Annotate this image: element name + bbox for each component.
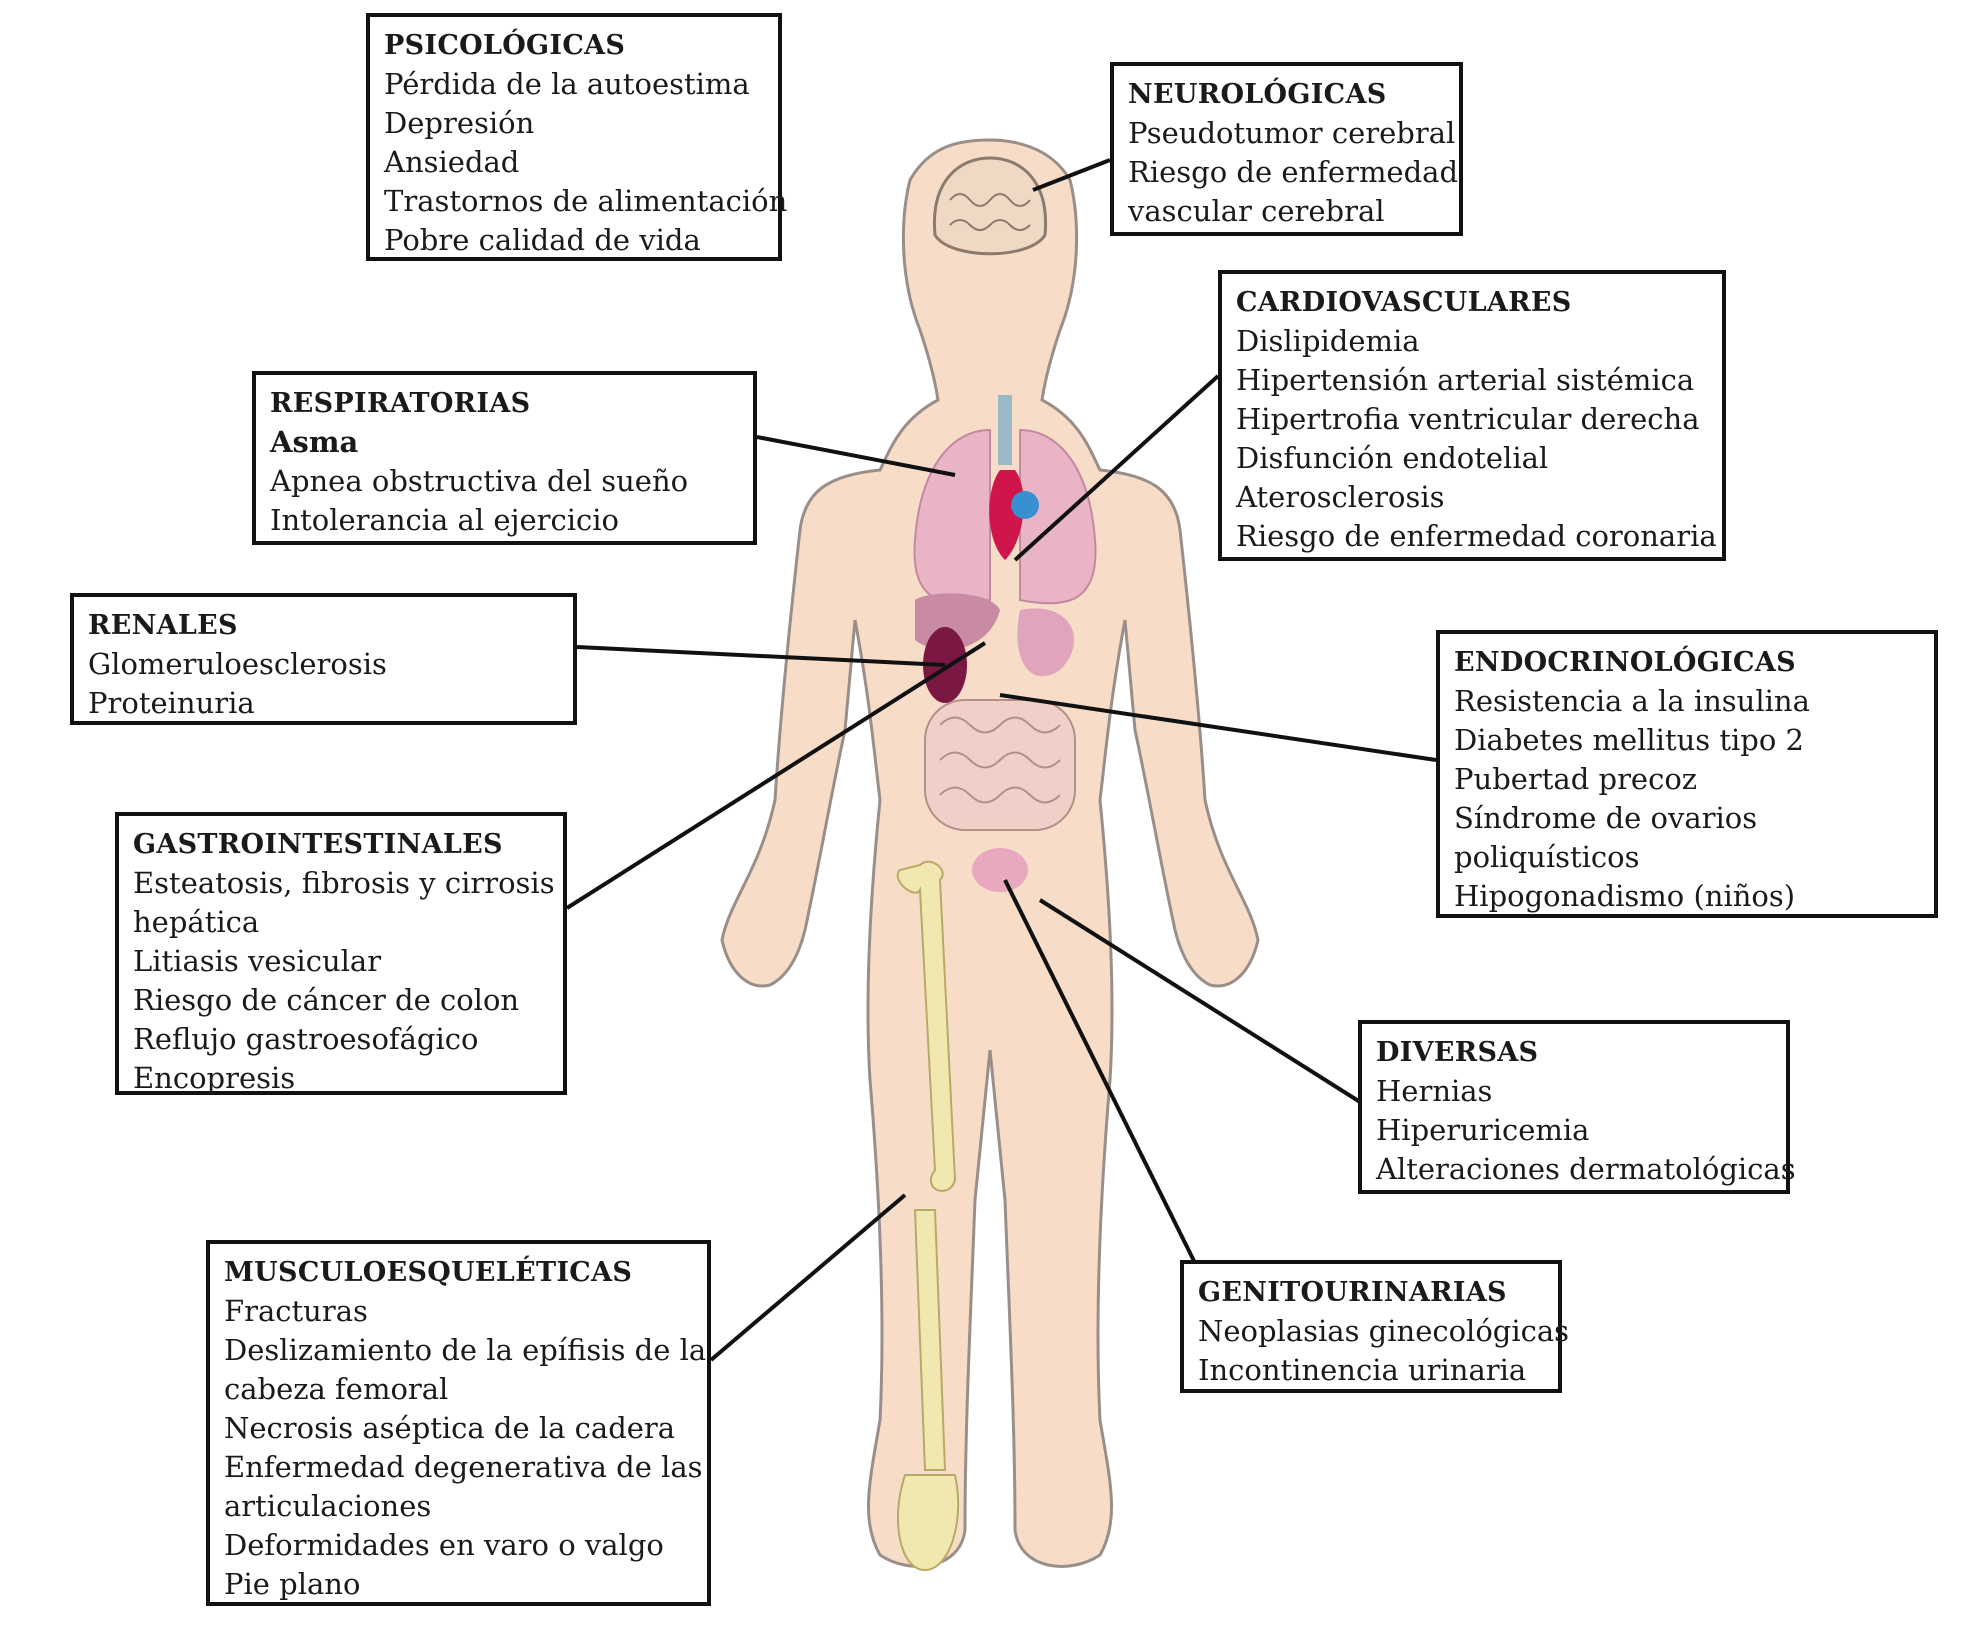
box-title: PSICOLÓGICAS (384, 30, 626, 61)
box-item: Neoplasias ginecológicas (1198, 1314, 1570, 1348)
line-renales (576, 645, 946, 667)
box-item: Hipertensión arterial sistémica (1236, 363, 1695, 397)
box-title: DIVERSAS (1376, 1037, 1539, 1068)
brain (932, 156, 1048, 256)
box-item: hepática (133, 905, 260, 939)
box-item: cabeza femoral (224, 1372, 449, 1406)
box-item: Riesgo de enfermedad (1128, 155, 1459, 189)
box-item: Glomeruloesclerosis (88, 647, 387, 681)
box-item: Disfunción endotelial (1236, 441, 1549, 475)
trachea (998, 395, 1012, 465)
intestines (924, 699, 1076, 831)
box-item: Necrosis aséptica de la cadera (224, 1411, 676, 1445)
right-lung (1019, 428, 1097, 605)
box-item: Fracturas (224, 1294, 368, 1328)
box-item: Síndrome de ovarios (1454, 801, 1758, 835)
box-item: Asma (270, 425, 359, 459)
box-item: Apnea obstructiva del sueño (270, 464, 689, 498)
box-item: vascular cerebral (1128, 194, 1385, 228)
box-item: Pobre calidad de vida (384, 223, 701, 257)
box-title: GENITOURINARIAS (1198, 1277, 1507, 1308)
line-respiratorias (756, 435, 956, 477)
box-item: Alteraciones dermatológicas (1376, 1152, 1796, 1186)
box-genitourinarias: GENITOURINARIAS Neoplasias ginecológicas… (1180, 1260, 1570, 1393)
line-gastrointestinales (565, 641, 987, 910)
line-endocrinologicas (999, 693, 1437, 762)
tibia-bone (913, 1209, 947, 1471)
heart (989, 470, 1024, 560)
box-title: NEUROLÓGICAS (1128, 79, 1387, 110)
box-item: poliquísticos (1454, 840, 1640, 874)
box-item: Resistencia a la insulina (1454, 684, 1810, 718)
box-item: Reflujo gastroesofágico (133, 1022, 479, 1056)
box-title: CARDIOVASCULARES (1236, 287, 1572, 318)
box-item: Litiasis vesicular (133, 944, 382, 978)
box-title: RENALES (88, 610, 238, 641)
box-diversas: DIVERSAS Hernias Hiperuricemia Alteracio… (1358, 1020, 1796, 1194)
box-item: Pérdida de la autoestima (384, 67, 750, 101)
box-item: Hiperuricemia (1376, 1113, 1590, 1147)
foot-bones (896, 1474, 960, 1572)
box-neurologicas: NEUROLÓGICAS Pseudotumor cerebral Riesgo… (1110, 62, 1463, 236)
box-item: Enfermedad degenerativa de las (224, 1450, 703, 1484)
box-item: Diabetes mellitus tipo 2 (1454, 723, 1804, 757)
box-item: Incontinencia urinaria (1198, 1353, 1527, 1387)
line-diversas (1038, 898, 1370, 1109)
box-item: Intolerancia al ejercicio (270, 503, 619, 537)
line-cardiovasculares (1013, 374, 1220, 562)
body-figure (720, 138, 1260, 1572)
box-item: Pubertad precoz (1454, 762, 1698, 796)
box-item: Riesgo de enfermedad coronaria (1236, 519, 1717, 553)
box-item: Dislipidemia (1236, 324, 1420, 358)
box-item: Trastornos de alimentación (384, 184, 788, 218)
box-title: GASTROINTESTINALES (133, 829, 503, 860)
box-item: Pie plano (224, 1567, 361, 1601)
box-title: MUSCULOESQUELÉTICAS (224, 1257, 633, 1288)
box-endocrinologicas: ENDOCRINOLÓGICAS Resistencia a la insuli… (1436, 630, 1938, 918)
box-title: RESPIRATORIAS (270, 388, 531, 419)
box-gastrointestinales: GASTROINTESTINALES Esteatosis, fibrosis … (115, 812, 567, 1095)
box-psicologicas: PSICOLÓGICAS Pérdida de la autoestima De… (366, 13, 788, 261)
femur-bone (896, 860, 957, 1192)
box-item: Aterosclerosis (1236, 480, 1445, 514)
box-item: Esteatosis, fibrosis y cirrosis (133, 866, 555, 900)
box-item: Pseudotumor cerebral (1128, 116, 1456, 150)
line-neurologicas (1032, 158, 1111, 192)
bladder (972, 848, 1028, 892)
box-item: Deformidades en varo o valgo (224, 1528, 664, 1562)
box-renales: RENALES Glomeruloesclerosis Proteinuria (70, 593, 577, 725)
box-item: articulaciones (224, 1489, 432, 1523)
line-genitourinarias (1003, 879, 1197, 1264)
box-respiratorias: RESPIRATORIAS Asma Apnea obstructiva del… (252, 371, 757, 545)
stomach (1017, 608, 1075, 677)
box-item: Proteinuria (88, 686, 255, 720)
heart-vessel (1011, 491, 1039, 519)
box-item: Hipogonadismo (niños) (1454, 879, 1796, 913)
box-item: Encopresis (133, 1061, 296, 1095)
box-musculoesqueleticas: MUSCULOESQUELÉTICAS Fracturas Deslizamie… (206, 1240, 711, 1606)
box-cardiovasculares: CARDIOVASCULARES Dislipidemia Hipertensi… (1218, 270, 1726, 561)
box-item: Hipertrofia ventricular derecha (1236, 402, 1700, 436)
box-item: Hernias (1376, 1074, 1493, 1108)
box-item: Depresión (384, 106, 535, 140)
line-musculoesqueleticas (709, 1193, 907, 1362)
connector-lines (565, 158, 1437, 1362)
box-item: Riesgo de cáncer de colon (133, 983, 520, 1017)
box-title: ENDOCRINOLÓGICAS (1454, 647, 1796, 678)
box-item: Deslizamiento de la epífisis de la (224, 1333, 707, 1367)
box-item: Ansiedad (384, 145, 520, 179)
